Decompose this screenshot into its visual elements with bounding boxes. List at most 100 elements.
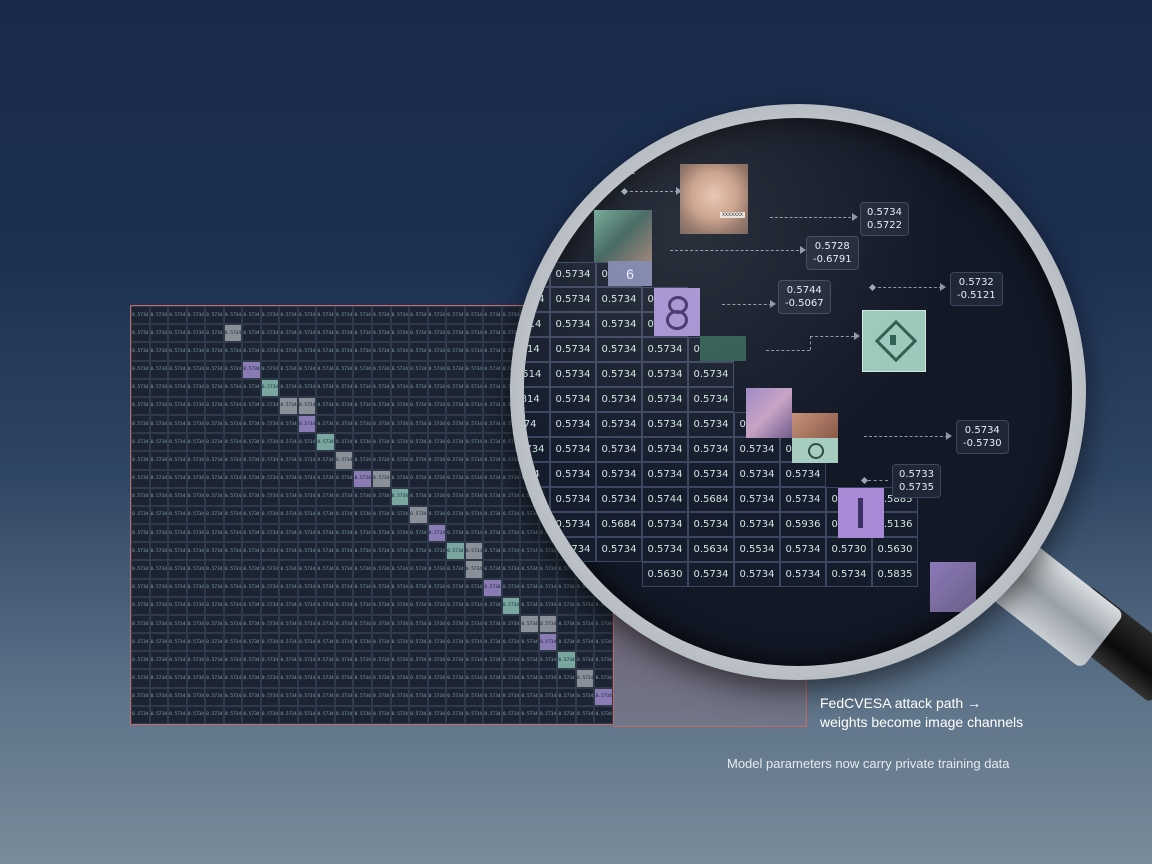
zoomed-weight-cell: 3814 [524, 387, 550, 412]
matrix-cell: 0.5734 [353, 487, 372, 506]
matrix-cell: 0.5734 [168, 560, 187, 579]
matrix-cell: 0.5734 [149, 560, 169, 579]
matrix-cell: 0.5734 [372, 360, 391, 379]
matrix-cell: 0.5734 [464, 651, 484, 670]
matrix-cell: 0.5734 [316, 614, 335, 634]
matrix-cell: 0.5734 [316, 524, 335, 543]
matrix-cell: 0.5734 [131, 524, 150, 543]
matrix-cell: 0.5734 [186, 415, 206, 434]
matrix-cell: 0.5734 [464, 669, 484, 688]
matrix-cell: 0.5734 [372, 324, 391, 343]
matrix-cell: 0.5734 [575, 705, 595, 724]
zoomed-weight-cell: 0.5734 [734, 487, 780, 512]
matrix-cell: 0.5734 [149, 705, 169, 724]
matrix-cell: 0.5734 [353, 415, 372, 434]
matrix-cell: 0.5734 [594, 614, 613, 634]
matrix-cell: 0.5734 [409, 542, 428, 561]
matrix-cell: 0.5734 [242, 306, 261, 325]
matrix-cell: 0.5734 [353, 705, 372, 724]
matrix-cell: 0.5734 [297, 324, 317, 343]
matrix-cell: 0.5734 [575, 669, 595, 688]
matrix-cell: 0.5734 [501, 633, 521, 652]
zoomed-weight-cell: 0.5734 [550, 462, 596, 487]
matrix-cell: 0.5734 [594, 705, 613, 724]
matrix-cell: 0.5734 [205, 451, 224, 470]
animal-thumbnail [792, 413, 838, 438]
zoomed-weight-cell: 0.5734 [780, 562, 826, 587]
matrix-cell: 0.5734 [483, 451, 502, 470]
matrix-cell: 0.5734 [149, 342, 169, 361]
matrix-cell: 0.5734 [186, 433, 206, 452]
matrix-cell: 0.5734 [205, 651, 224, 670]
matrix-cell: 0.5734 [372, 469, 391, 488]
zoomed-weight-cell: 0.5734 [550, 337, 596, 362]
matrix-cell: 0.5734 [279, 415, 298, 434]
matrix-cell: 0.5734 [501, 578, 521, 597]
matrix-cell: 0.5734 [260, 433, 280, 452]
matrix-cell: 0.5734 [427, 705, 447, 724]
matrix-cell: 0.5734 [334, 560, 354, 579]
matrix-cell: 0.5734 [594, 669, 613, 688]
matrix-cell: 0.5734 [131, 633, 150, 652]
matrix-cell: 0.5734 [242, 505, 261, 525]
matrix-cell: 0.5734 [390, 324, 410, 343]
matrix-cell: 0.5734 [464, 433, 484, 452]
matrix-cell: 0.5734 [131, 360, 150, 379]
matrix-cell: 0.5734 [316, 596, 335, 615]
matrix-cell: 0.5734 [223, 524, 243, 543]
matrix-cell: 0.5734 [427, 433, 447, 452]
matrix-cell: 0.5734 [464, 378, 484, 397]
matrix-cell: 0.5734 [334, 524, 354, 543]
matrix-cell: 0.5734 [223, 614, 243, 634]
matrix-cell: 0.5734 [409, 560, 428, 579]
matrix-cell: 0.5734 [168, 342, 187, 361]
zoomed-weight-cell: 0.5734 [524, 287, 550, 312]
matrix-cell: 0.5734 [464, 705, 484, 724]
zoomed-weight-cell: 0.5835 [872, 562, 918, 587]
zoomed-weight-cell: 0.5734 [780, 537, 826, 562]
matrix-cell: 0.5734 [409, 433, 428, 452]
matrix-cell: 0.5734 [260, 451, 280, 470]
matrix-cell: 0.5734 [390, 378, 410, 397]
zoomed-weight-cell: 0.5734 [524, 262, 550, 287]
matrix-cell: 0.5734 [483, 415, 502, 434]
matrix-cell: 0.5734 [427, 505, 447, 525]
matrix-cell: 0.5734 [131, 705, 150, 724]
matrix-cell: 0.5734 [409, 687, 428, 706]
matrix-cell: 0.5734 [223, 324, 243, 343]
matrix-cell: 0.5734 [242, 705, 261, 724]
matrix-cell: 0.5734 [334, 415, 354, 434]
zoomed-weight-cell: 0.5630 [872, 537, 918, 562]
matrix-cell: 0.5734 [464, 306, 484, 325]
matrix-cell: 0.5734 [446, 469, 465, 488]
matrix-cell: 0.5734 [131, 469, 150, 488]
matrix-cell: 0.5734 [446, 342, 465, 361]
matrix-cell: 0.5734 [334, 360, 354, 379]
matrix-cell: 0.5734 [186, 560, 206, 579]
matrix-cell: 0.5734 [464, 324, 484, 343]
matrix-cell: 0.5734 [168, 705, 187, 724]
matrix-cell: 0.5734 [427, 524, 447, 543]
matrix-cell: 0.5734 [149, 396, 169, 416]
matrix-cell: 0.5734 [223, 505, 243, 525]
matrix-cell: 0.5734 [205, 342, 224, 361]
matrix-cell: 0.5734 [186, 451, 206, 470]
matrix-cell: 0.5734 [131, 415, 150, 434]
matrix-cell: 0.5734 [409, 324, 428, 343]
matrix-cell: 0.5734 [168, 578, 187, 597]
matrix-cell: 0.5734 [279, 614, 298, 634]
zoomed-weight-cell: 0.5734 [596, 487, 642, 512]
matrix-cell: 0.5734 [520, 560, 539, 579]
matrix-cell: 0.5734 [131, 669, 150, 688]
matrix-cell: 0.5734 [483, 396, 502, 416]
matrix-cell: 0.5734 [464, 396, 484, 416]
matrix-cell: 0.5734 [353, 306, 372, 325]
matrix-cell: 0.5734 [538, 560, 558, 579]
matrix-cell: 0.5734 [372, 578, 391, 597]
matrix-cell: 0.5734 [446, 433, 465, 452]
matrix-cell: 0.5734 [131, 505, 150, 525]
matrix-cell: 0.5734 [149, 687, 169, 706]
zoomed-weight-cell: 0.5744 [642, 487, 688, 512]
matrix-cell: 0.5734 [279, 324, 298, 343]
